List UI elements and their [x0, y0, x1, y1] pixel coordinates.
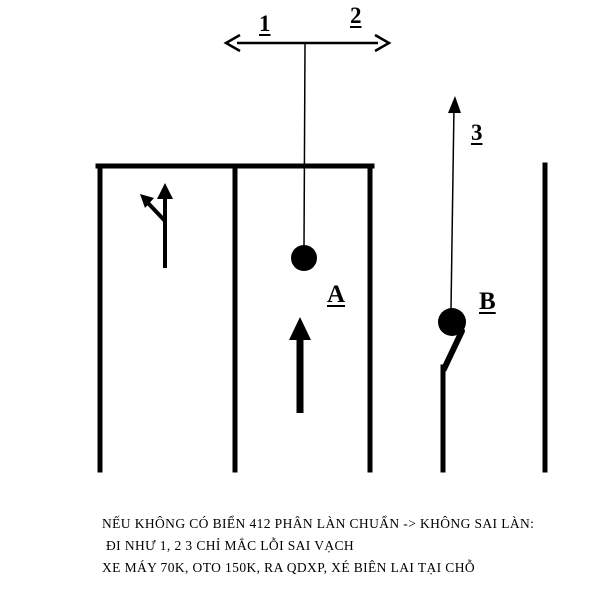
point-a-dot [291, 245, 317, 271]
label-point-b: B [479, 288, 496, 315]
fork-arrow [140, 183, 173, 268]
label-direction-2: 2 [350, 3, 362, 28]
lane-markings [95, 162, 548, 473]
point-b-dot [438, 308, 466, 336]
caption-line-1: NẾU KHÔNG CÓ BIỂN 412 PHÂN LÀN CHUẨN -> … [102, 516, 535, 531]
straight-arrow-head-icon [289, 317, 311, 340]
double-headed-arrow [223, 33, 392, 53]
fork-arrow-up-head-icon [157, 183, 173, 199]
arrowhead-right-icon [374, 33, 392, 53]
caption-line-2: ĐI NHƯ 1, 2 3 CHỈ MẮC LỖI SAI VẠCH [106, 538, 355, 553]
label-direction-1: 1 [259, 11, 271, 36]
direction-3-arrow [448, 96, 461, 310]
direction-3-shaft [450, 105, 455, 310]
label-point-a: A [327, 281, 346, 308]
arrowhead-left-icon [223, 33, 241, 53]
caption: NẾU KHÔNG CÓ BIỂN 412 PHÂN LÀN CHUẨN -> … [102, 513, 534, 579]
fork-arrow-left-head-icon [140, 194, 154, 208]
lane-change-diagonal [441, 328, 465, 372]
straight-arrow [289, 317, 311, 413]
fork-arrow-branch [146, 201, 167, 223]
label-direction-3: 3 [471, 120, 483, 145]
leader-line-a [303, 43, 306, 248]
direction-3-head-icon [448, 96, 461, 113]
caption-line-3: XE MÁY 70K, OTO 150K, RA QDXP, XÉ BIÊN L… [102, 560, 475, 575]
lane-change-path [440, 328, 465, 473]
